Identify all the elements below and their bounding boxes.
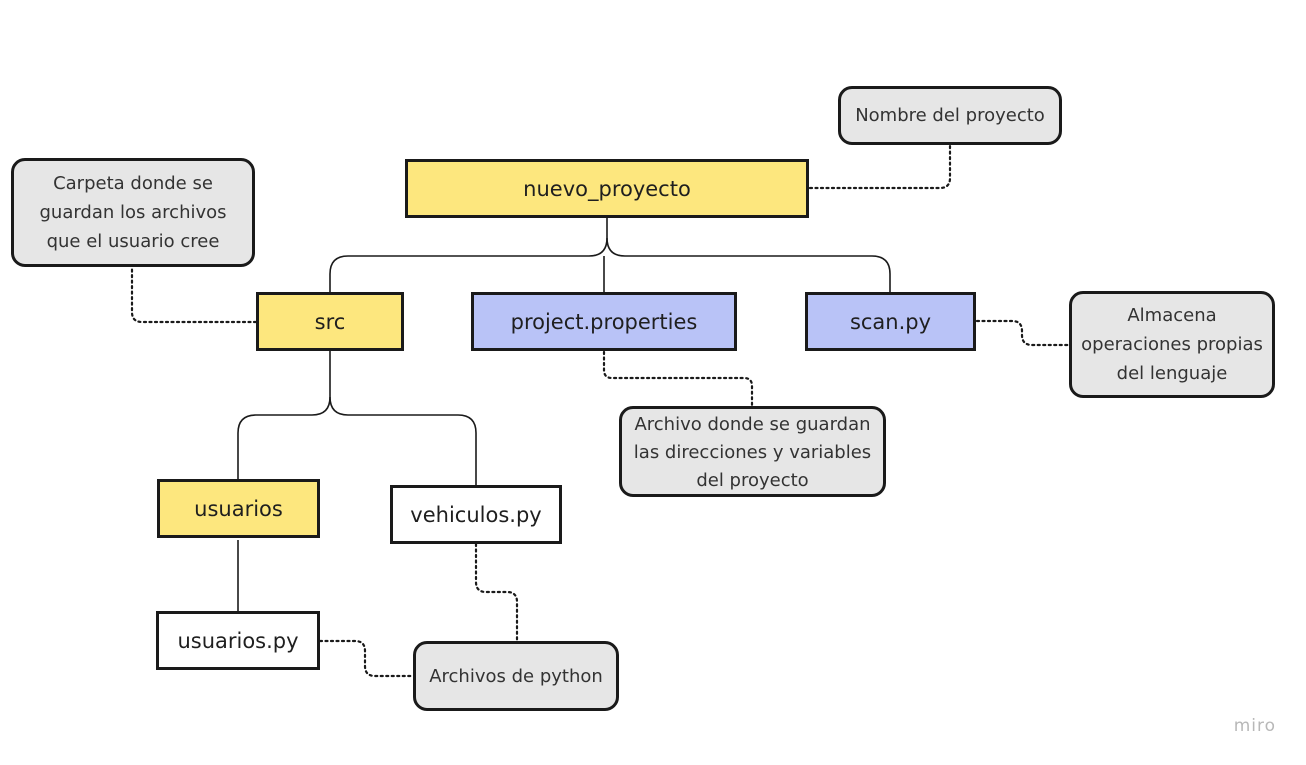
note-archivo-props-line-1: Archivo donde se guardan: [634, 413, 871, 435]
link-vehiculos-to-note: [474, 542, 519, 644]
node-project-properties[interactable]: project.properties: [471, 292, 737, 351]
note-archivo-props-line-2: las direcciones y variables: [633, 441, 872, 463]
link-root-to-note: [808, 144, 952, 190]
note-almacena[interactable]: Almacena operaciones propias del lenguaj…: [1069, 291, 1275, 398]
note-archivo-props[interactable]: Archivo donde se guardan las direcciones…: [619, 406, 886, 497]
link-src-to-note: [130, 265, 258, 324]
edge-src-to-usuarios: [237, 350, 331, 480]
node-vehiculos-py[interactable]: vehiculos.py: [390, 485, 562, 544]
node-usuarios-label: usuarios: [194, 496, 283, 521]
note-archivos-python-text: Archivos de python: [429, 665, 603, 687]
note-archivo-props-text: Archivo donde se guardan las direcciones…: [634, 411, 871, 495]
link-properties-to-note: [602, 350, 754, 410]
edge-root-to-src: [329, 217, 608, 293]
node-usuarios[interactable]: usuarios: [157, 479, 320, 538]
note-almacena-line-1: Almacena: [1127, 305, 1217, 326]
node-usuarios-py[interactable]: usuarios.py: [156, 611, 320, 670]
link-scan-to-note: [975, 319, 1073, 347]
link-usuarios-py-to-note: [318, 639, 415, 678]
note-carpeta-line-1: Carpeta donde se: [53, 173, 213, 194]
node-src-label: src: [314, 309, 346, 334]
node-project-properties-label: project.properties: [510, 309, 698, 334]
note-archivos-python[interactable]: Archivos de python: [413, 641, 619, 711]
note-carpeta-text: Carpeta donde se guardan los archivos qu…: [39, 169, 226, 256]
note-nombre-proyecto[interactable]: Nombre del proyecto: [838, 86, 1062, 145]
note-carpeta[interactable]: Carpeta donde se guardan los archivos qu…: [11, 158, 255, 267]
note-carpeta-line-2: guardan los archivos: [39, 202, 227, 223]
node-scan-py[interactable]: scan.py: [805, 292, 976, 351]
note-archivo-props-line-3: del proyecto: [696, 469, 809, 491]
edge-src-to-vehiculos: [329, 396, 477, 486]
note-carpeta-line-3: que el usuario cree: [46, 231, 220, 252]
node-nuevo-proyecto[interactable]: nuevo_proyecto: [405, 159, 809, 218]
note-nombre-proyecto-text: Nombre del proyecto: [855, 105, 1045, 126]
node-vehiculos-py-label: vehiculos.py: [410, 502, 542, 527]
node-usuarios-py-label: usuarios.py: [177, 628, 299, 653]
node-src[interactable]: src: [256, 292, 404, 351]
note-almacena-line-2: operaciones propias: [1081, 334, 1263, 355]
node-scan-py-label: scan.py: [849, 309, 932, 334]
node-nuevo-proyecto-label: nuevo_proyecto: [523, 176, 691, 201]
edge-root-to-scan: [606, 237, 891, 293]
note-almacena-line-3: del lenguaje: [1116, 363, 1228, 384]
miro-watermark: miro: [1233, 716, 1276, 736]
note-almacena-text: Almacena operaciones propias del lenguaj…: [1081, 301, 1263, 388]
